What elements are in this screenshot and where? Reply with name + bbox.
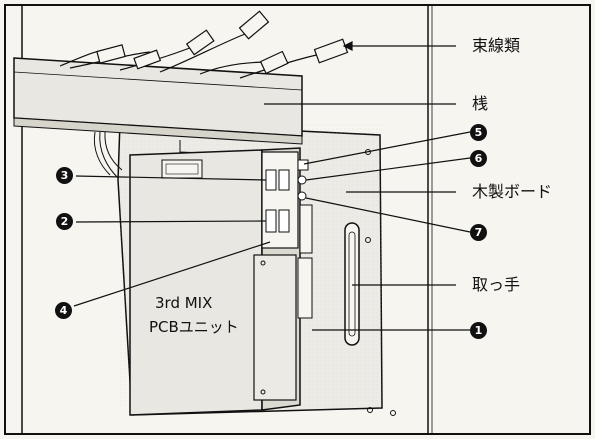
label-unit-line2: PCBユニット <box>147 318 241 337</box>
leader-5 <box>303 131 471 165</box>
label-cables: 束線類 <box>470 36 523 56</box>
leader-4 <box>73 241 271 307</box>
connector-2 <box>265 209 277 233</box>
label-rail: 桟 <box>470 94 491 114</box>
callout-1: 1 <box>470 322 487 339</box>
pcb-unit <box>129 149 263 416</box>
callout-2: 2 <box>56 213 73 230</box>
label-unit-line1: 3rd MIX <box>153 294 215 313</box>
cable-bundle <box>59 10 349 79</box>
label-wood-board: 木製ボード <box>470 182 555 202</box>
leader-6 <box>305 157 471 181</box>
leader-3 <box>75 175 267 181</box>
callout-4: 4 <box>55 302 72 319</box>
connector-3 <box>265 169 277 191</box>
connector-5 <box>297 159 309 171</box>
callout-3: 3 <box>56 167 73 184</box>
callout-6: 6 <box>470 150 487 167</box>
leader-2 <box>75 220 267 223</box>
callout-5: 5 <box>470 124 487 141</box>
unit-lower-plate <box>253 254 297 401</box>
handle-slot <box>344 222 360 346</box>
connector-6 <box>297 175 307 185</box>
callout-7: 7 <box>470 224 487 241</box>
leader-7 <box>305 197 471 233</box>
connector-7 <box>297 191 307 201</box>
label-handle: 取っ手 <box>470 275 523 295</box>
connector-panel <box>261 151 299 249</box>
